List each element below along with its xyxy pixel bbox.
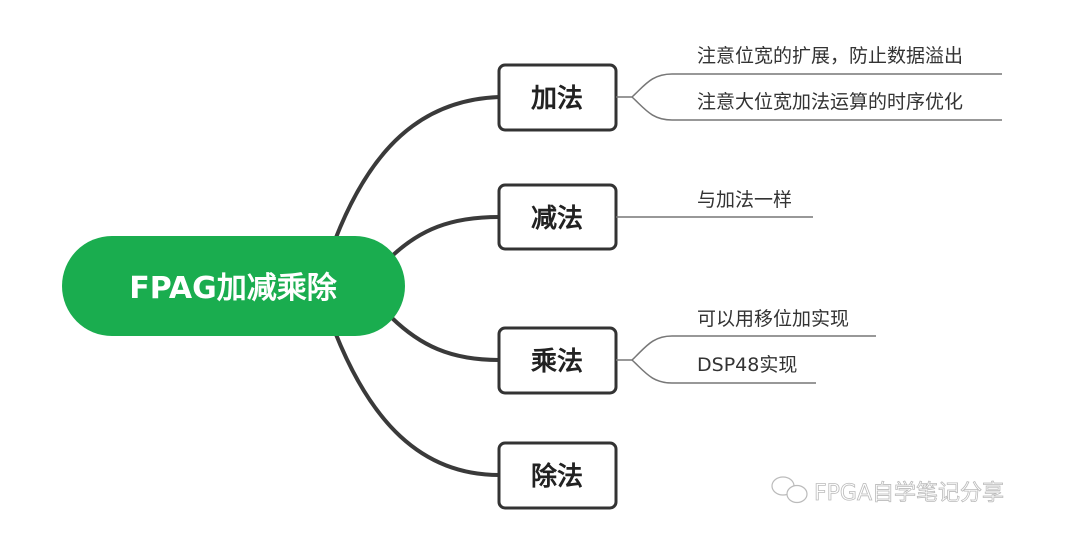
branch-label: 除法	[531, 461, 583, 492]
leaf-text[interactable]: 可以用移位加实现	[697, 308, 849, 330]
leaf-text[interactable]: 与加法一样	[697, 189, 792, 211]
root-label: FPAG加减乘除	[129, 271, 338, 306]
root-node[interactable]	[62, 236, 405, 336]
leaf-text[interactable]: 注意大位宽加法运算的时序优化	[697, 91, 963, 113]
wechat-icon	[771, 476, 808, 504]
connector-division	[333, 331, 500, 477]
connector-multiplication	[390, 316, 500, 362]
branch-multiplication[interactable]: 乘法	[497, 326, 618, 395]
branch-division[interactable]: 除法	[497, 441, 618, 510]
connector-subtraction	[390, 215, 500, 258]
watermark-text: FPGA自学笔记分享	[814, 481, 1004, 506]
leaf-text[interactable]: DSP48实现	[697, 354, 797, 376]
branch-label: 乘法	[530, 347, 583, 377]
leaf-connector	[631, 96, 1002, 121]
branch-addition[interactable]: 加法	[497, 63, 618, 132]
leaf-text[interactable]: 注意位宽的扩展，防止数据溢出	[697, 45, 963, 67]
leaf-connector	[631, 359, 816, 384]
connector-addition	[333, 95, 500, 241]
branch-label: 减法	[531, 204, 583, 234]
branch-subtraction[interactable]: 减法	[497, 183, 618, 251]
branch-label: 加法	[531, 84, 583, 114]
